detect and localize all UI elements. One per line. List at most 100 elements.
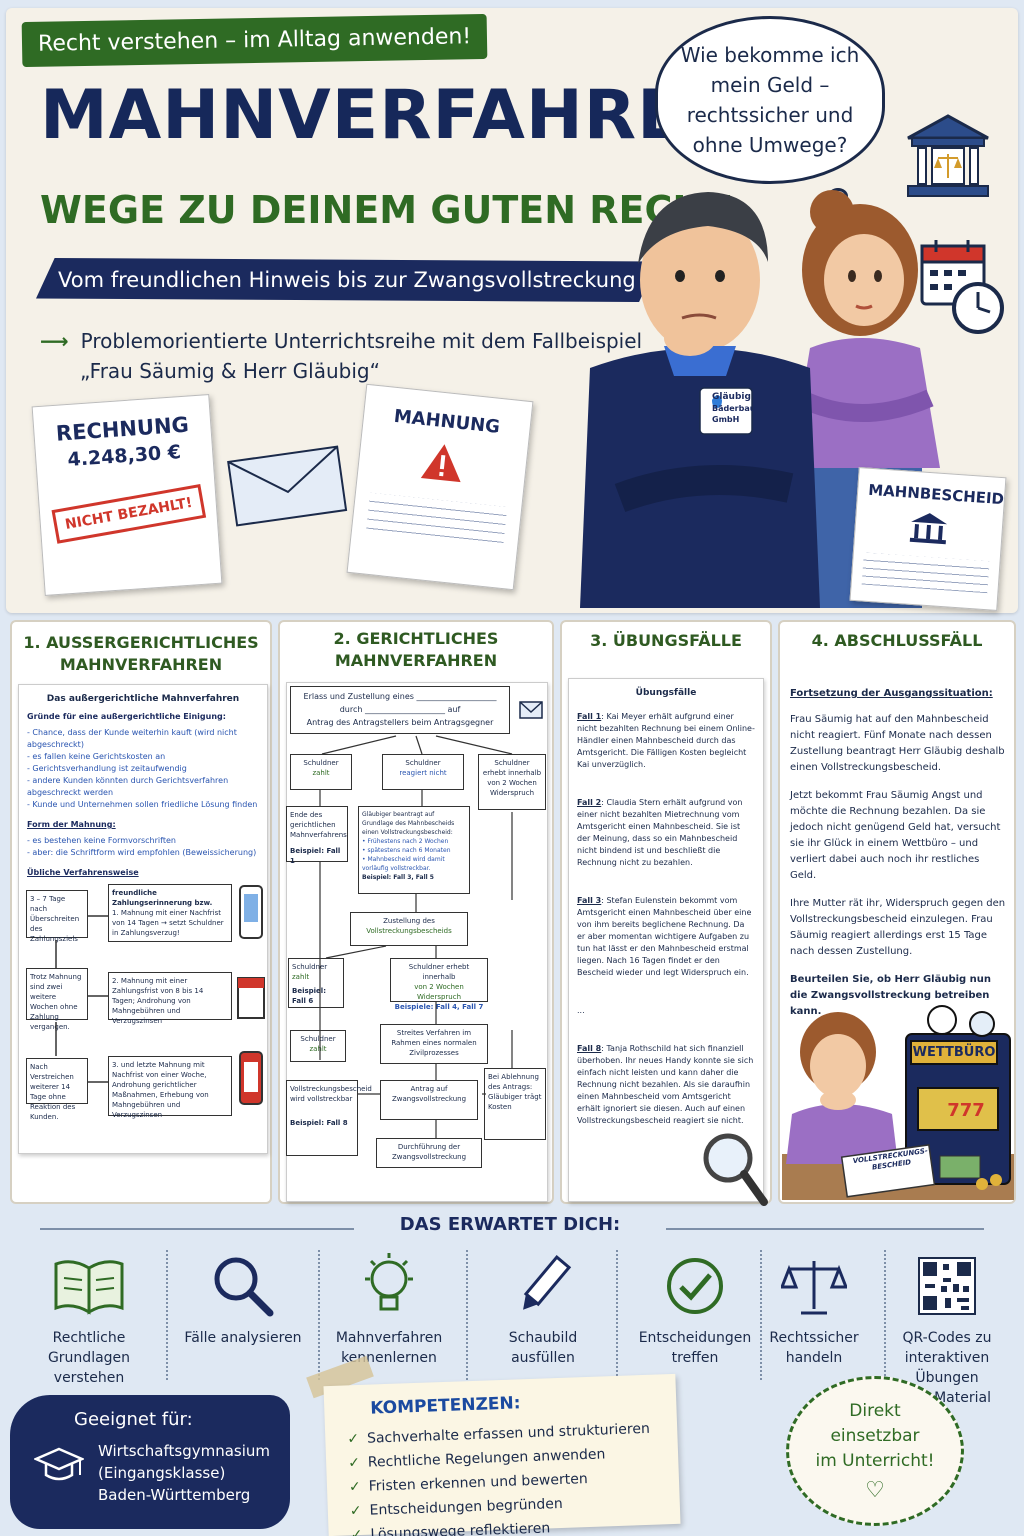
separator	[884, 1250, 886, 1380]
final-case-p1: Frau Säumig hat auf den Mahnbescheid nic…	[790, 714, 1005, 773]
competences-note: KOMPETENZEN: ✓Sachverhalte erfassen und …	[323, 1373, 681, 1536]
warning-icon	[420, 444, 461, 483]
case-ellipsis: ...	[577, 1006, 585, 1015]
envelope-icon	[227, 445, 348, 527]
qr-code-icon	[918, 1257, 976, 1315]
competences-heading: KOMPETENZEN:	[369, 1393, 521, 1419]
page-subtitle: WEGE ZU DEINEM GUTEN RECHT	[40, 188, 731, 232]
betting-office-illustration	[782, 1005, 1014, 1200]
final-case-text: Fortsetzung der Ausgangssituation: Frau …	[786, 684, 1010, 1017]
flowchart-arrows	[319, 735, 513, 1138]
checkmark-icon	[667, 1258, 723, 1314]
calendar-clock-icon	[920, 240, 1004, 334]
magnifier-icon	[703, 1133, 768, 1206]
courthouse-icon	[907, 114, 989, 197]
badge-line-2: Bäderbau	[712, 404, 756, 413]
case-3: Fall 3: Stefan Eulenstein bekommt vom Am…	[577, 896, 752, 977]
characters-illustration	[580, 190, 940, 608]
intro-text: ⟶ Problemorientierte Unterrichtsreihe mit…	[40, 326, 642, 386]
slot-reels: 777	[947, 1100, 985, 1121]
payment-order-document: MAHNBESCHEID	[849, 467, 1007, 611]
step-2-timing: Trotz Mahnung sind zwei weitere Wochen o…	[26, 968, 88, 1031]
invoice-document: RECHNUNG 4.248,30 € NICHT BEZAHLT!	[31, 394, 223, 596]
step-3-timing: Nach Verstreichen weiterer 14 Tage ohne …	[26, 1058, 88, 1121]
flow-civil-process: Streites Verfahren im Rahmen eines norma…	[380, 1024, 488, 1064]
flow-execution: Durchführung der Zwangsvollstreckung	[376, 1138, 482, 1168]
courthouse-icon	[909, 513, 948, 545]
procedure-heading: Übliche Verfahrensweise	[27, 868, 139, 877]
reminder-document: MAHNUNG	[346, 383, 534, 591]
betting-office-sign: WETTBÜRO	[910, 1040, 998, 1065]
final-case-p3: Ihre Mutter rät ihr, Widerspruch gegen d…	[790, 898, 1006, 957]
flow-debtor-objects: Schuldner erhebt innerhalb von 2 Wochen …	[478, 754, 546, 810]
graduation-cap-icon	[34, 1447, 84, 1481]
case-1: Fall 1: Kai Meyer erhält aufgrund einer …	[577, 712, 755, 769]
step-2-reminder: 2. Mahnung mit einer Zahlungsfrist von 8…	[108, 972, 232, 1025]
separator	[166, 1250, 168, 1380]
thought-bubble: Wie bekomme ich mein Geld – rechtssicher…	[655, 16, 885, 184]
target-group-heading: Geeignet für:	[74, 1409, 193, 1430]
case-2: Fall 2: Claudia Stern erhält aufgrund vo…	[577, 798, 743, 867]
final-case-task: Beurteilen Sie, ob Herr Gläubig nun die …	[790, 974, 992, 1017]
flow-enforcement-application: Gläubiger beantragt auf Grundlage des Ma…	[358, 806, 470, 894]
magnifier-icon	[214, 1257, 274, 1317]
text-lines	[365, 492, 508, 547]
subtitle-banner: Vom freundlichen Hinweis bis zur Zwangsv…	[36, 258, 658, 302]
panel-4-heading: 4. ABSCHLUSSFÄLL	[811, 631, 983, 650]
book-icon	[54, 1260, 124, 1315]
step-3-reminder: 3. und letzte Mahnung mit Nachfrist von …	[108, 1056, 232, 1119]
form-list: - es bestehen keine Formvorschriften- ab…	[27, 836, 257, 857]
procedure-arrows	[55, 915, 108, 1083]
pencil-icon	[523, 1254, 572, 1310]
lightbulb-icon	[365, 1253, 413, 1311]
reasons-list: - Chance, dass der Kunde weiterhin kauft…	[27, 728, 258, 809]
final-case-heading: Fortsetzung der Ausgangssituation:	[790, 688, 993, 699]
target-group-box: Geeignet für: Wirtschaftsgymnasium(Einga…	[10, 1395, 290, 1529]
form-heading: Form der Mahnung:	[27, 820, 116, 829]
panel-3-heading: 3. ÜBUNGSFÄLLE	[590, 631, 742, 650]
sheet1-heading: Das außergerichtliche Mahnverfahren	[46, 694, 240, 704]
step-1-reminder: freundliche Zahlungserinnerung bzw.1. Ma…	[108, 884, 232, 942]
thought-bubble-text: Wie bekomme ich mein Geld – rechtssicher…	[680, 43, 860, 157]
payment-order-title: MAHNBESCHEID	[867, 480, 1005, 509]
badge-line-1: Gläubig	[712, 392, 751, 402]
arrow-right-icon: ⟶	[40, 329, 69, 353]
text-lines	[861, 552, 990, 594]
intro-line-2: „Frau Säumig & Herr Gläubig“	[80, 359, 380, 383]
intro-line-1: Problemorientierte Unterrichtsreihe mit …	[80, 329, 643, 353]
expect-heading: DAS ERWARTET DICH:	[354, 1214, 666, 1235]
tagline-badge: Recht verstehen – im Alltag anwenden!	[21, 13, 488, 68]
flow-enforceable: Vollstreckungsbescheid wird vollstreckba…	[286, 1080, 372, 1156]
envelope-icon	[519, 701, 543, 719]
separator	[318, 1250, 320, 1380]
scales-icon	[781, 1261, 847, 1315]
separator	[616, 1250, 618, 1380]
flow-issue-order: Erlass und Zustellung eines ____________…	[290, 686, 510, 734]
target-group-details: Wirtschaftsgymnasium(Eingangsklasse)Bade…	[98, 1442, 271, 1504]
company-badge: Gläubig Bäderbau GmbH	[712, 392, 756, 425]
separator	[466, 1250, 468, 1380]
heart-icon: ♡	[865, 1478, 885, 1503]
reminder-title: MAHNUNG	[392, 405, 501, 438]
unpaid-stamp: NICHT BEZAHLT!	[51, 484, 206, 544]
phone-icons	[237, 885, 265, 1105]
flow-rejection: Bei Ablehnung des Antrags: Gläubiger trä…	[484, 1068, 546, 1140]
feature-analyze-cases: Fälle analysieren	[174, 1250, 312, 1348]
case-8: Fall 8: Tanja Rothschild hat sich finanz…	[577, 1044, 754, 1125]
page-title: MAHNVERFAHREN	[40, 76, 743, 155]
